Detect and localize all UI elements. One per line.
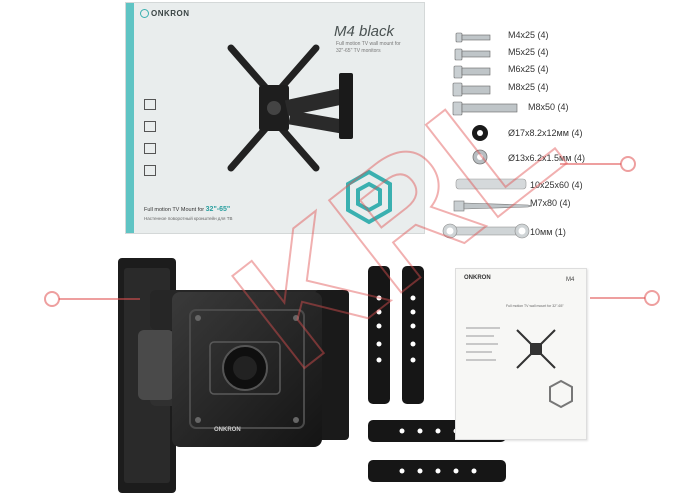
part-label-m6x25: M6x25 (4) (508, 64, 549, 74)
spec-row (144, 143, 234, 165)
box-mount-illustration (227, 44, 353, 172)
part-label-m8x50: M8x50 (4) (528, 102, 569, 112)
box-size-line: Full motion TV Mount for 32"-65" (144, 206, 231, 213)
weight-icon (144, 99, 156, 110)
box-brand-logo: ONKRON (140, 9, 190, 19)
manual-logo-mark (549, 379, 573, 409)
part-label-spacer: Ø17x8.2x12мм (4) (508, 128, 583, 138)
spec-row (144, 165, 234, 187)
hardware-illustrations (442, 32, 533, 239)
manual-text-line (466, 327, 500, 329)
mount-brand-label: ONKRON (214, 427, 241, 433)
product-box: ONKRON M4 black Full motion TV wall moun… (125, 2, 425, 234)
manual-description: Full motion TV wall mount for 32"-65" (506, 304, 564, 308)
box-note: Настенное поворотный кронштейн для ТВ (144, 216, 233, 221)
tilt-icon (144, 121, 156, 132)
spec-row (144, 121, 234, 143)
wall-mount-product (118, 258, 349, 493)
manual-mount-drawing (516, 329, 556, 369)
part-label-wrench: 10мм (1) (530, 227, 566, 237)
part-label-washer: Ø13x6.2x1.5мм (4) (508, 153, 585, 163)
manual-text-line (466, 335, 494, 337)
part-label-lag-screw: M7x80 (4) (530, 198, 571, 208)
tv-brackets-vertical (368, 266, 424, 404)
manual-model: M4 (566, 277, 575, 283)
spec-row (144, 99, 234, 121)
part-label-m5x25: M5x25 (4) (508, 47, 549, 57)
manual-brand: ONKRON (464, 275, 491, 281)
box-model-title: M4 black (334, 23, 395, 40)
manual-text-line (466, 351, 492, 353)
box-subtitle: Full motion TV wall mount for 32"-65" TV… (336, 41, 401, 54)
part-label-m8x25: M8x25 (4) (508, 82, 549, 92)
box-accent-stripe (126, 3, 134, 233)
box-logo-mark (346, 169, 392, 225)
manual-text-line (466, 343, 498, 345)
box-spec-list (144, 99, 234, 187)
part-label-m4x25: M4x25 (4) (508, 30, 549, 40)
instruction-manual: ONKRON M4 Full motion TV wall mount for … (455, 268, 587, 440)
manual-text-line (466, 359, 496, 361)
part-label-anchor: 10x25x60 (4) (530, 180, 583, 190)
vesa-icon (144, 165, 156, 176)
swivel-icon (144, 143, 156, 154)
